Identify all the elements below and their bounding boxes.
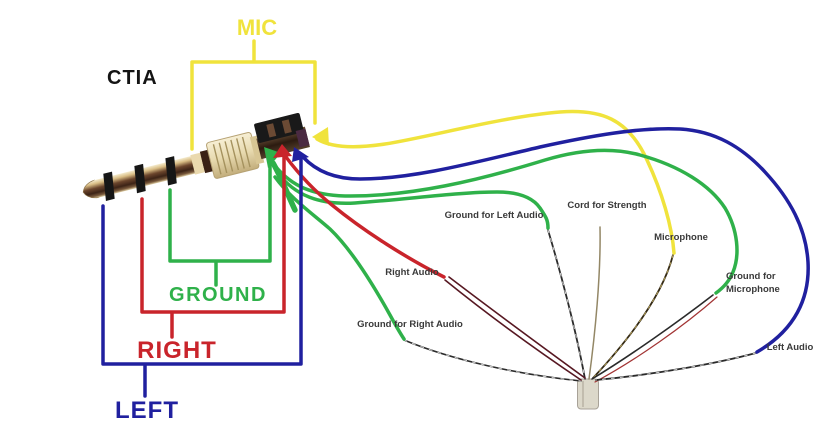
jack-clip-slot-1 — [266, 123, 277, 138]
ground-wire-to-ground-microphone — [274, 148, 739, 295]
jack-insulator-ring-3 — [165, 156, 177, 186]
wire-thin-ground-left-audio-twist — [547, 229, 586, 380]
mic-arrowhead — [312, 127, 329, 146]
ground-wire-to-ground-right-audio — [273, 175, 406, 341]
jack-cream-band — [190, 152, 205, 175]
jack-rear-wire — [295, 128, 310, 148]
jack-collar-ridges — [212, 136, 251, 175]
jack-clip-slot-2 — [281, 119, 292, 134]
ground-for-microphone-line1: Ground for — [726, 271, 776, 282]
ground-wire-to-ground-left-audio — [275, 170, 550, 230]
right-label: RIGHT — [137, 337, 217, 364]
left-label: LEFT — [115, 397, 179, 424]
left-audio-wire-blue — [301, 126, 810, 354]
wire-thin-ground-microphone-b — [594, 296, 718, 383]
ctia-standard-label: CTIA — [107, 67, 158, 89]
ground-for-microphone-label: Ground for Microphone — [726, 271, 780, 296]
jack-dark-band — [199, 149, 215, 174]
jack-insulator-ring-1 — [103, 171, 115, 201]
mic-bracket — [190, 39, 317, 151]
left-audio-label: Left Audio — [766, 342, 814, 353]
wire-thin-ground-left-audio — [547, 229, 586, 380]
wire-thin-ground-right-audio — [403, 339, 582, 382]
ground-for-microphone-line2: Microphone — [726, 283, 780, 295]
ground-for-left-audio-label: Ground for Left Audio — [444, 210, 544, 221]
wire-thin-left-audio — [595, 352, 757, 381]
ground-bracket — [168, 162, 272, 287]
wire-thin-ground-right-audio-twist — [403, 339, 582, 382]
wire-thin-right-audio-a — [444, 279, 582, 381]
cord-for-strength-label: Cord for Strength — [567, 200, 647, 211]
wire-thin-ground-microphone-a — [591, 294, 714, 380]
right-bracket — [140, 154, 286, 339]
ground-for-right-audio-label: Ground for Right Audio — [357, 319, 463, 330]
wire-cord-for-strength — [588, 226, 601, 380]
right-arrowhead — [273, 144, 292, 158]
jack-insulator-ring-2 — [134, 163, 146, 194]
left-arrowhead — [292, 147, 309, 162]
wire-thin-microphone-twist — [592, 254, 674, 379]
mic-wire-yellow — [315, 109, 676, 255]
microphone-wire-label: Microphone — [654, 232, 708, 243]
left-bracket — [101, 157, 303, 398]
wire-thin-right-audio-b — [448, 276, 586, 379]
ground-label: GROUND — [169, 284, 267, 306]
jack-plug — [82, 112, 310, 201]
wire-thin-left-audio-twist — [595, 352, 757, 381]
jack-clip — [254, 112, 304, 143]
cable-sheath — [577, 378, 599, 410]
right-audio-label: Right Audio — [385, 267, 439, 278]
jack-collar-step — [249, 135, 265, 165]
mic-label: MIC — [236, 15, 278, 40]
jack-shaft — [93, 148, 225, 198]
